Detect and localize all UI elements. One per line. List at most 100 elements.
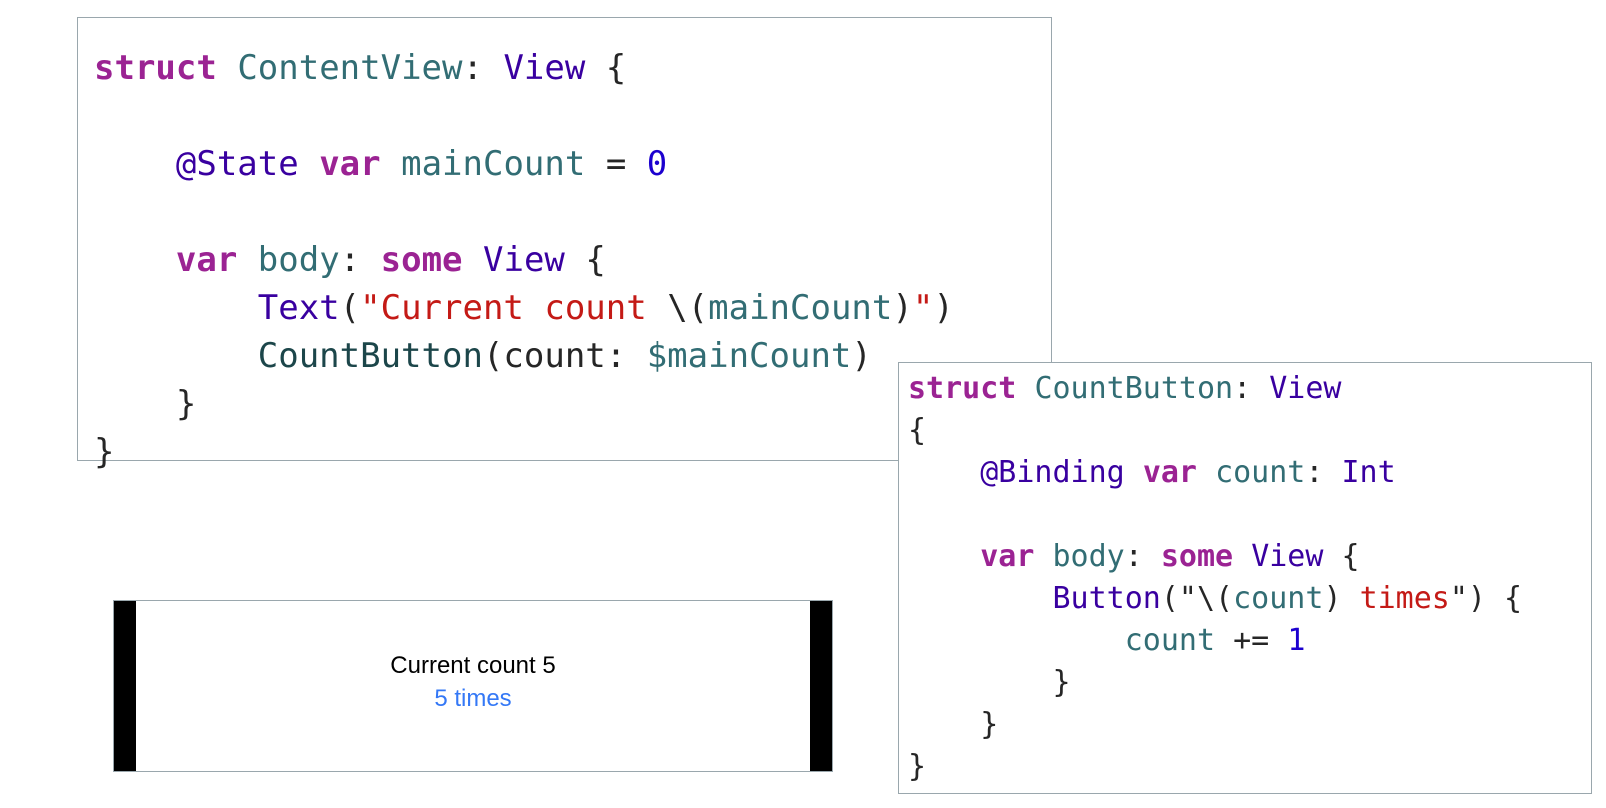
simulator-preview: Current count 5 5 times <box>113 600 833 772</box>
code-line: struct CountButton: View <box>908 368 1591 410</box>
code-token: } <box>94 384 197 424</box>
code-line: { <box>908 410 1591 452</box>
code-token: += <box>1215 623 1288 658</box>
code-token: (count: <box>482 336 647 376</box>
code-token: count <box>1215 455 1306 490</box>
code-token: } <box>908 749 927 784</box>
code-token: mainCount <box>401 144 586 184</box>
code-line: struct ContentView: View { <box>94 44 1051 92</box>
code-token <box>237 240 257 280</box>
code-token <box>1125 455 1143 490</box>
code-token <box>94 336 258 376</box>
code-token <box>381 144 401 184</box>
code-token: @Binding <box>980 455 1125 490</box>
code-line: } <box>908 662 1591 704</box>
content-view-code-block: struct ContentView: View { @State var ma… <box>77 17 1052 472</box>
code-token: ) <box>851 336 872 376</box>
code-token: View <box>1269 371 1342 406</box>
code-token: { <box>1323 539 1360 574</box>
code-token: ContentView <box>237 48 463 88</box>
code-token: $mainCount <box>646 336 852 376</box>
code-line: @State var mainCount = 0 <box>94 140 1051 188</box>
code-token: var <box>980 539 1035 574</box>
code-token: Text <box>257 288 340 328</box>
code-token: : <box>462 48 504 88</box>
code-token: = <box>585 144 647 184</box>
code-token: Button <box>1052 581 1161 616</box>
code-token <box>908 623 1125 658</box>
code-token <box>908 539 980 574</box>
code-token <box>94 144 176 184</box>
code-token: View <box>483 240 565 280</box>
code-token: struct <box>908 371 1017 406</box>
code-token <box>1233 539 1251 574</box>
preview-content: Current count 5 5 times <box>114 649 832 715</box>
code-token: ) <box>892 288 913 328</box>
code-line: CountButton(count: $mainCount) <box>94 332 1051 380</box>
code-token: mainCount <box>708 288 893 328</box>
code-token: : <box>1233 371 1270 406</box>
preview-right-bezel <box>810 601 832 771</box>
code-token: var <box>1142 455 1197 490</box>
count-button-code-block: struct CountButton: View{ @Binding var c… <box>898 362 1592 794</box>
code-token: 0 <box>646 144 668 184</box>
code-token: 1 <box>1287 623 1306 658</box>
code-line: var body: some View { <box>94 236 1051 284</box>
preview-left-bezel <box>114 601 136 771</box>
code-token: count <box>1124 623 1216 658</box>
code-line <box>94 188 1051 236</box>
code-token: View <box>503 48 586 88</box>
code-token: Int <box>1341 455 1396 490</box>
code-token: ") { <box>1449 581 1523 616</box>
code-token <box>299 144 319 184</box>
code-token: : <box>1124 539 1161 574</box>
code-token: some <box>1160 539 1234 574</box>
code-token <box>217 48 237 88</box>
code-line: Button("\(count) times") { <box>908 578 1591 620</box>
code-token <box>1016 371 1034 406</box>
code-line: } <box>94 428 1051 476</box>
code-line <box>94 92 1051 140</box>
code-token: \( <box>667 288 709 328</box>
code-token: ) <box>1323 581 1360 616</box>
code-token: CountButton <box>1034 371 1234 406</box>
code-token: View <box>1251 539 1324 574</box>
code-token: ("\( <box>1160 581 1234 616</box>
code-line: } <box>908 704 1591 746</box>
code-token: times <box>1359 581 1450 616</box>
code-token: { <box>585 48 627 88</box>
code-token: } <box>94 432 115 472</box>
code-token: ) <box>933 288 954 328</box>
code-token: : <box>339 240 381 280</box>
code-line: } <box>908 746 1591 788</box>
code-token: var <box>175 240 238 280</box>
code-line: } <box>94 380 1051 428</box>
code-token: @State <box>175 144 299 184</box>
code-token: { <box>908 413 927 448</box>
code-token: CountButton <box>257 336 483 376</box>
code-token: " <box>912 288 934 328</box>
code-token: var <box>319 144 381 184</box>
code-token <box>94 240 176 280</box>
code-token: some <box>380 240 463 280</box>
count-button[interactable]: 5 times <box>434 685 512 712</box>
code-token: { <box>564 240 606 280</box>
code-token: body <box>1052 539 1125 574</box>
code-line: Text("Current count \(mainCount)") <box>94 284 1051 332</box>
code-token: } <box>908 665 1071 700</box>
code-token: : <box>1305 455 1342 490</box>
code-line: var body: some View { <box>908 536 1591 578</box>
current-count-label: Current count 5 <box>390 652 556 679</box>
code-line <box>908 494 1591 536</box>
code-token <box>908 455 980 490</box>
code-token <box>1197 455 1215 490</box>
code-token: ( <box>339 288 361 328</box>
code-token: body <box>257 240 340 280</box>
code-line: @Binding var count: Int <box>908 452 1591 494</box>
code-token: struct <box>94 48 217 88</box>
code-token: "Current count <box>360 288 668 328</box>
code-token <box>94 288 258 328</box>
code-token <box>463 240 483 280</box>
code-token: } <box>908 707 999 742</box>
code-token <box>908 581 1053 616</box>
